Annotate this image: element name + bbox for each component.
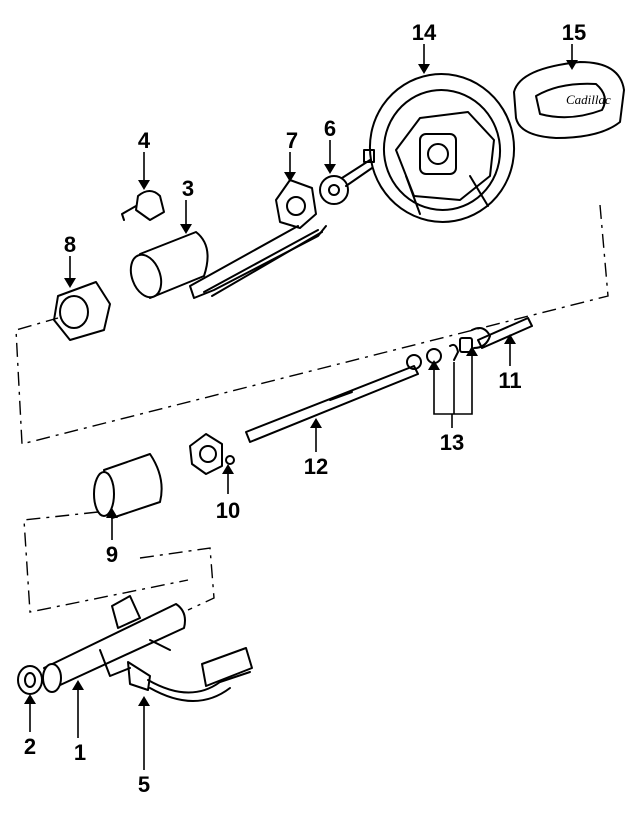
shaft-fasteners	[426, 337, 473, 364]
horn-pad-logo: Cadillac	[566, 92, 611, 107]
callout-8: 8	[64, 232, 76, 257]
callout-15: 15	[562, 20, 586, 45]
wiring-harness	[127, 647, 253, 702]
retainer-and-nut	[319, 149, 375, 205]
shaft-bearing	[189, 433, 235, 475]
callout-2: 2	[24, 734, 36, 759]
callout-11: 11	[498, 368, 521, 393]
callout-4: 4	[138, 128, 151, 153]
switch-actuator	[121, 190, 165, 221]
callout-12: 12	[304, 454, 328, 479]
leader-lines	[24, 44, 578, 770]
callout-1: 1	[74, 740, 86, 765]
upper-group-dashed-outline	[15, 204, 609, 445]
steering-wheel	[368, 73, 516, 223]
callout-6: 6	[324, 116, 336, 141]
steering-column-housing	[42, 595, 186, 693]
horn-pad: Cadillac	[513, 61, 625, 139]
callout-7: 7	[286, 128, 298, 153]
steering-shaft-upper	[471, 317, 533, 349]
lock-housing	[53, 281, 111, 341]
housing-cover	[129, 231, 209, 299]
callout-5: 5	[138, 772, 150, 797]
callout-9: 9	[106, 542, 118, 567]
callout-13: 13	[440, 430, 464, 455]
callout-14: 14	[412, 20, 437, 45]
callouts: 14 15 6 7 4 3 8 11 13 12 10 9 1 2 5	[24, 20, 586, 797]
lock-ring	[17, 665, 43, 695]
lower-group-dashed-outline	[23, 511, 215, 613]
callout-10: 10	[216, 498, 240, 523]
steering-shaft	[245, 354, 422, 443]
column-cover	[93, 453, 163, 519]
turn-signal-switch	[189, 179, 327, 299]
callout-3: 3	[182, 176, 194, 201]
